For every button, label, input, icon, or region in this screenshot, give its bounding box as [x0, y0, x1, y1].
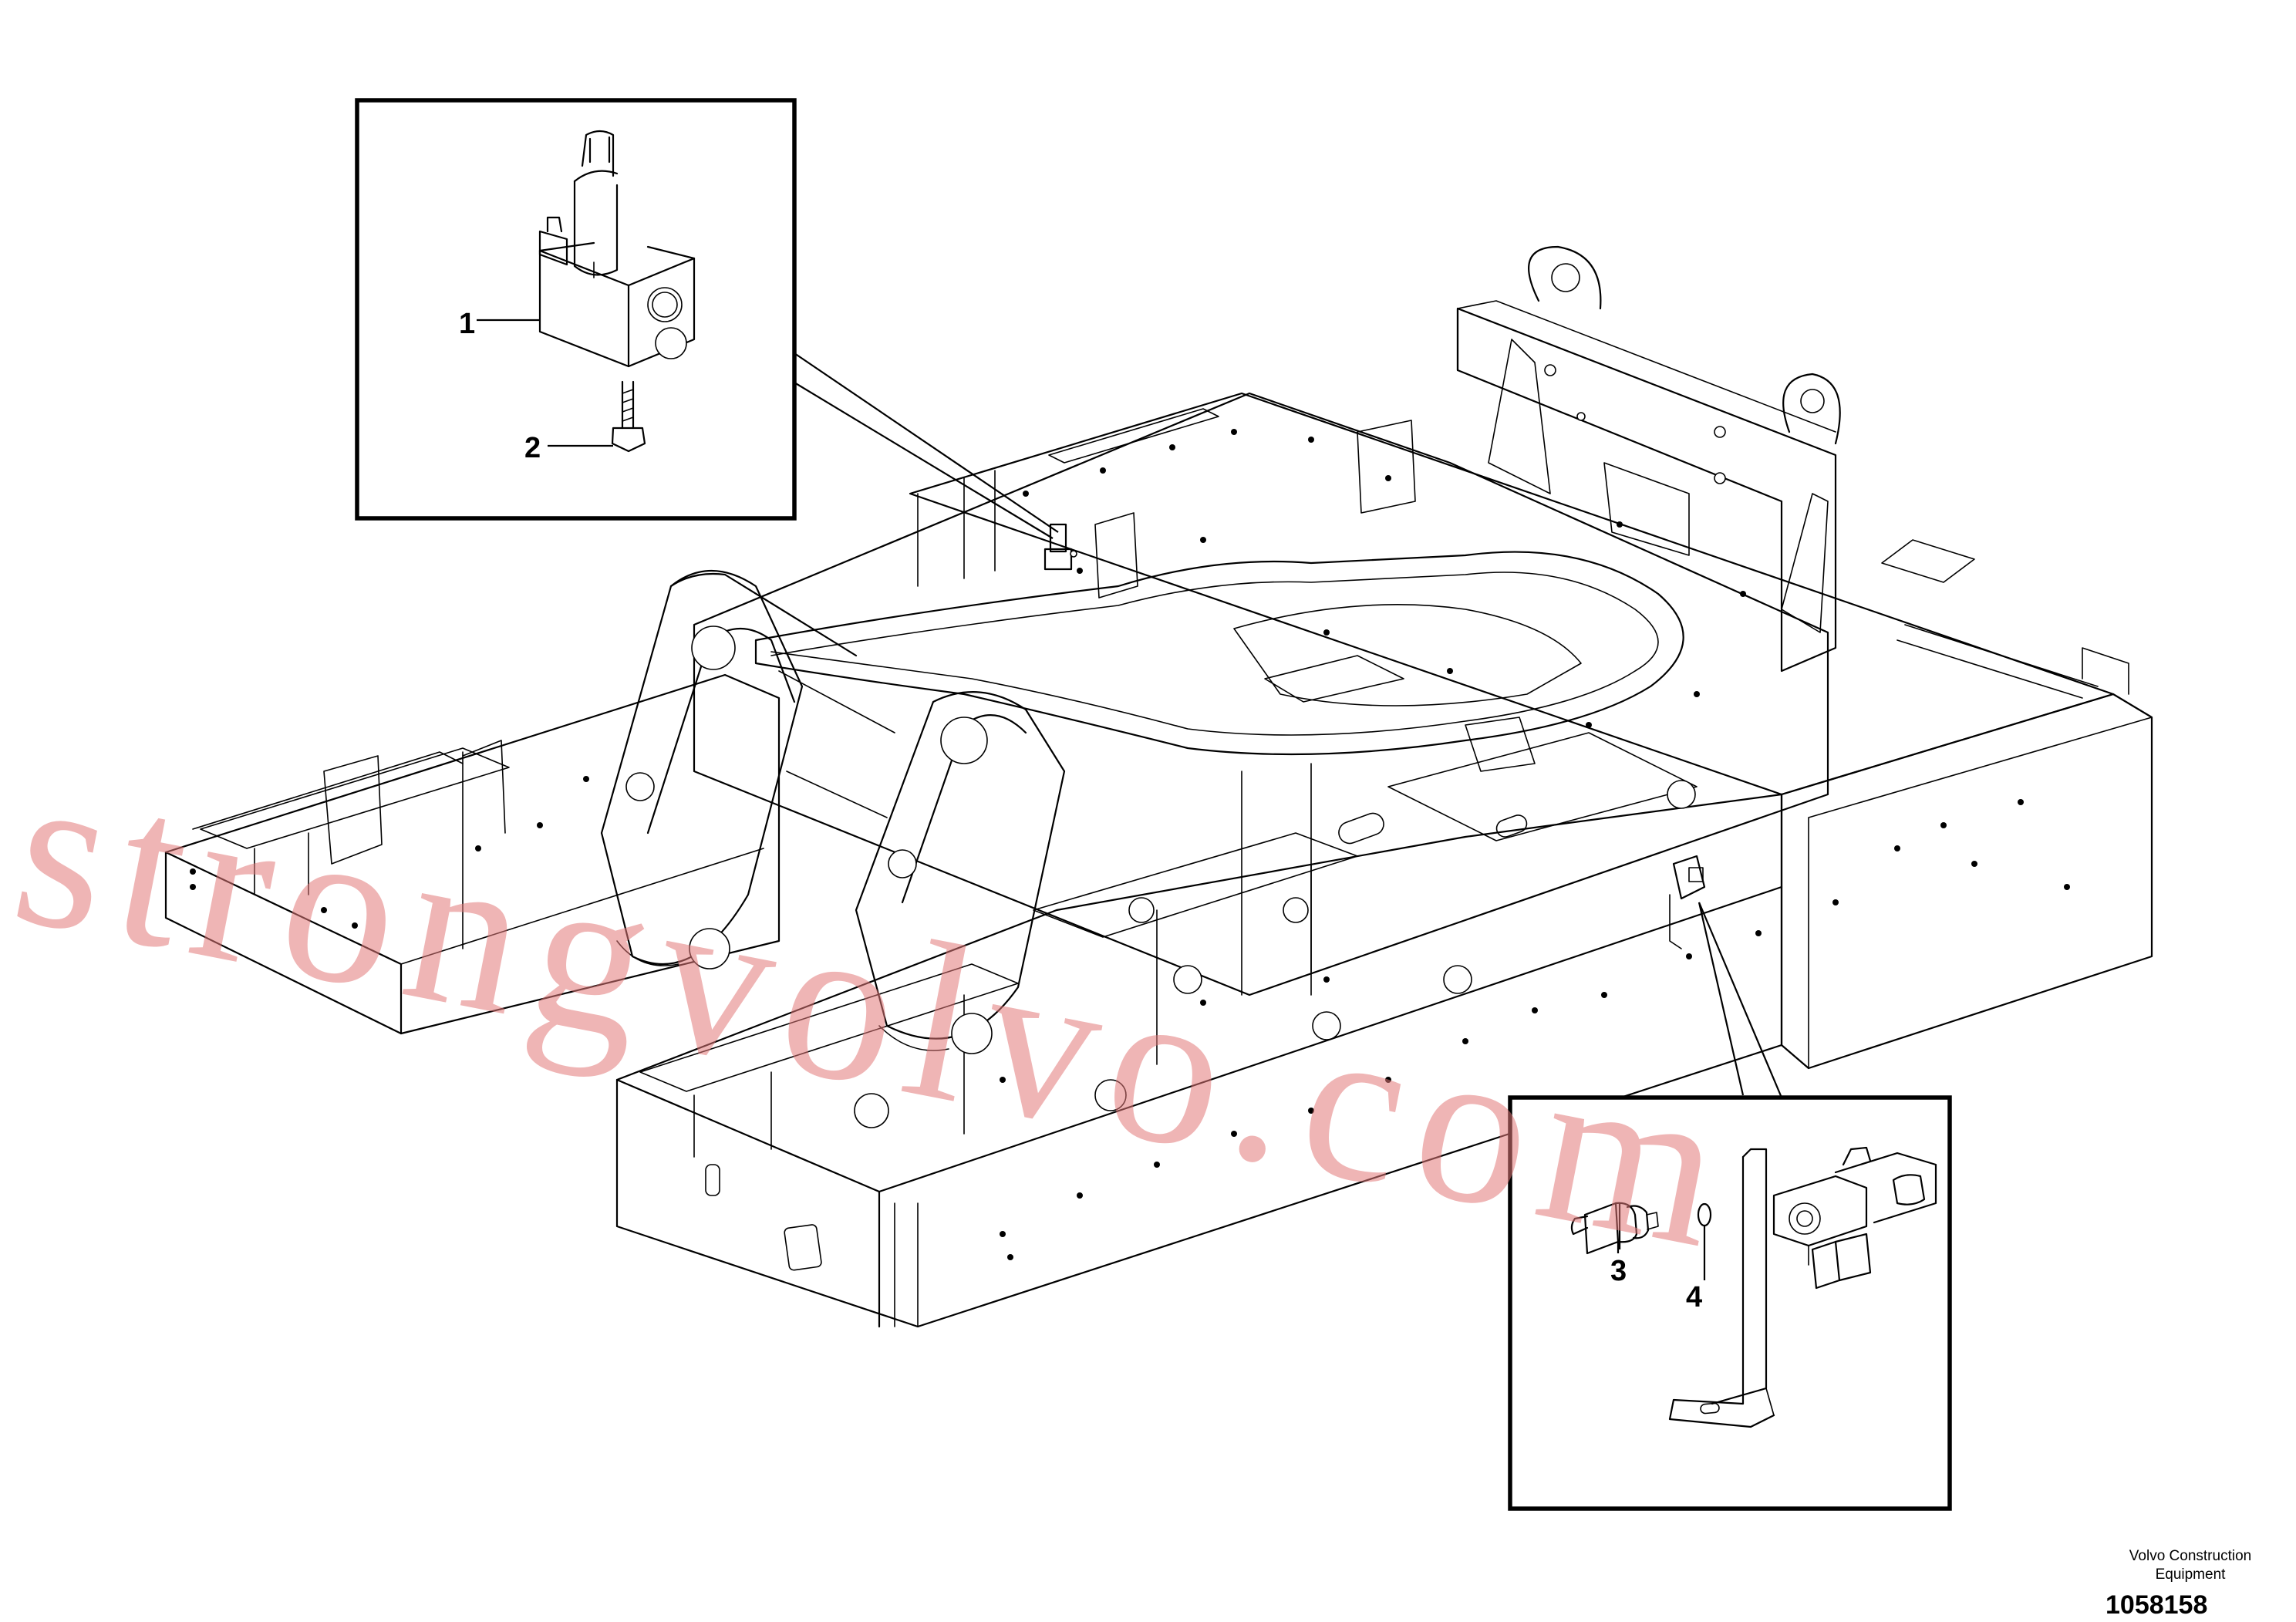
o-ring-part — [1697, 1202, 1712, 1227]
manufacturer-line-1: Volvo Construction — [2129, 1548, 2252, 1564]
central-upper-frame — [693, 392, 1829, 996]
callout-4: 4 — [1686, 1281, 1702, 1313]
valve-bracket-part — [1668, 1146, 1937, 1428]
detail-box-solenoid: 1 2 — [355, 98, 1059, 539]
callout-3: 3 — [1610, 1255, 1627, 1287]
fastener-holes — [190, 429, 2070, 1260]
left-side-frame — [164, 673, 781, 1035]
manufacturer-label: Volvo Construction Equipment — [2075, 1547, 2296, 1584]
callout-2: 2 — [524, 432, 541, 464]
drawing-number: 1058158 — [2106, 1590, 2208, 1620]
boom-mount-brackets — [600, 569, 1066, 1054]
upper-frame-assembly — [164, 245, 2153, 1328]
detail-box-sensor: 3 4 — [1508, 902, 1952, 1511]
callout-1: 1 — [459, 308, 475, 340]
solenoid-valve-location — [1043, 523, 1077, 571]
solenoid-valve-part — [538, 130, 696, 368]
manufacturer-line-2: Equipment — [2155, 1566, 2226, 1583]
rear-mounting-plate — [1456, 245, 1841, 673]
right-side-frame — [909, 392, 2153, 1070]
bolt-part — [611, 380, 646, 453]
pressure-sensor-location — [1669, 855, 1706, 949]
